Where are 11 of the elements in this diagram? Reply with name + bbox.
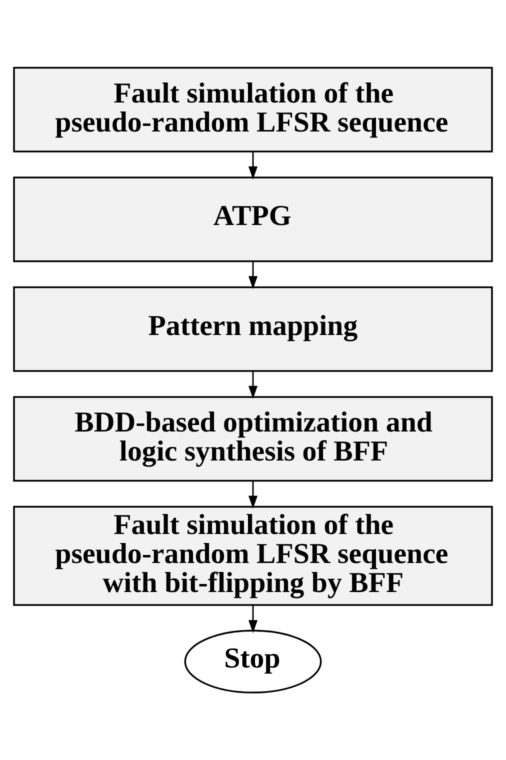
- node-ellipse: Stop: [184, 630, 322, 694]
- arrow: [248, 372, 258, 399]
- arrow: [248, 262, 258, 290]
- node-box: Fault simulation of the pseudo-random LFSR sequence with bit-flipping by BFF: [13, 506, 493, 606]
- arrow: [248, 480, 258, 509]
- arrow: [248, 605, 258, 634]
- node-box: ATPG: [13, 176, 493, 262]
- node-box: BDD-based optimization and logic synthesis of BFF: [13, 396, 493, 482]
- node-box: Fault simulation of the pseudo-random LFSR sequence: [13, 66, 493, 152]
- node-box: Pattern mapping: [13, 286, 493, 372]
- arrow: [248, 152, 258, 180]
